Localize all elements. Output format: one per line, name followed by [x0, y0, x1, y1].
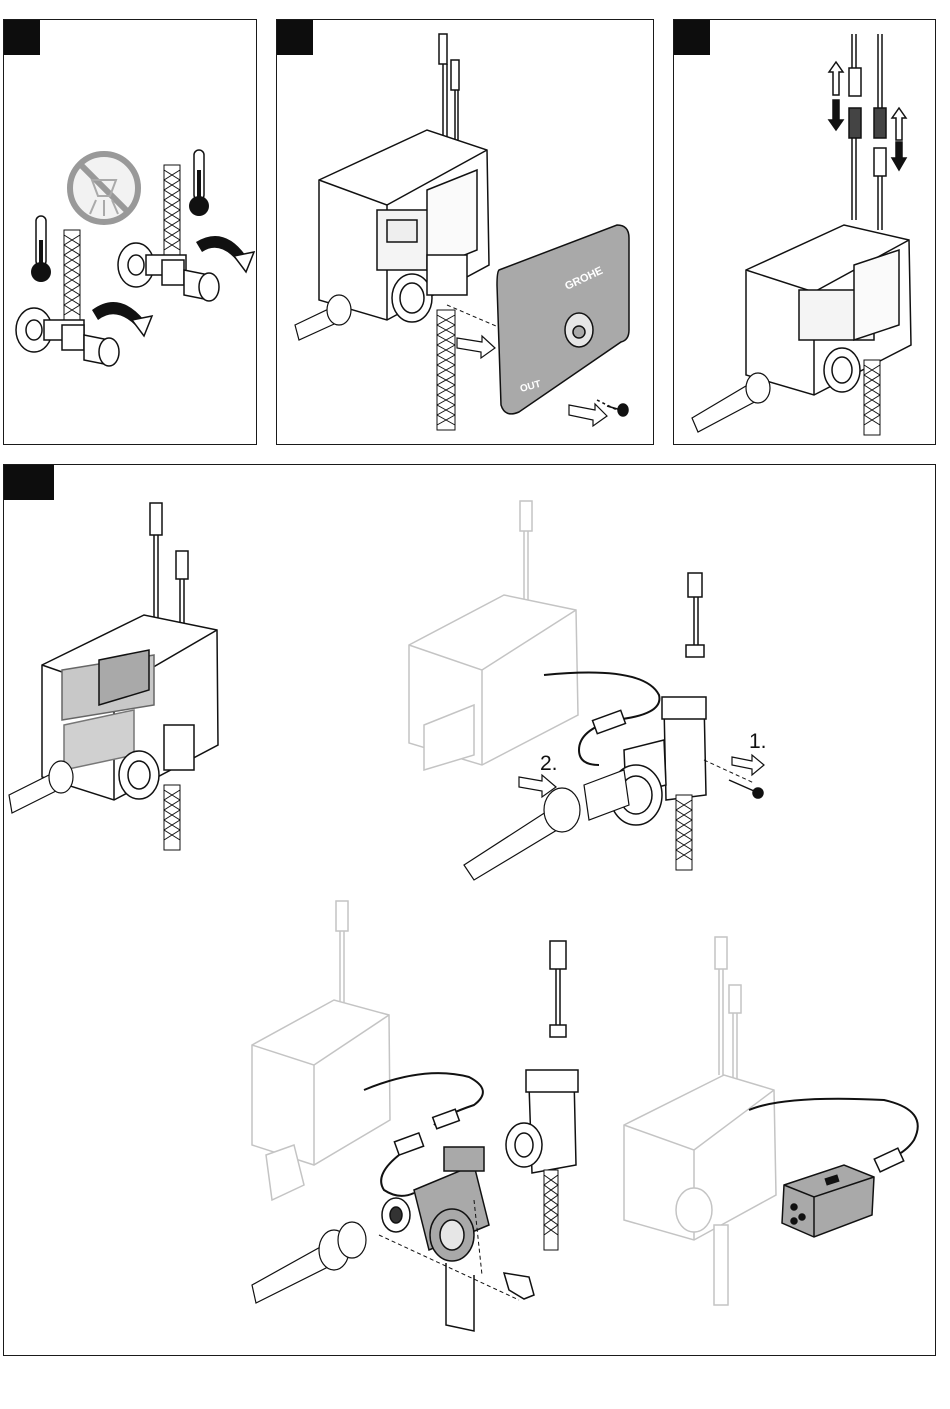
step-2-panel: GROHE OUT — [276, 19, 654, 445]
thermometer-cold-icon — [31, 216, 51, 282]
outlet-hose — [437, 310, 455, 430]
thermometer-hot-icon — [189, 150, 209, 216]
outlet-hose — [544, 1170, 558, 1250]
step-4-illustration — [4, 465, 936, 1356]
unit-with-controller — [624, 937, 918, 1305]
solenoid-valve — [824, 348, 860, 392]
screw-icon — [729, 780, 763, 798]
front-cover — [497, 225, 629, 414]
step-1-panel — [3, 19, 257, 445]
inlet-hose — [692, 373, 770, 432]
outlet-hose — [864, 360, 880, 435]
sensor-cables — [849, 34, 886, 230]
rotate-arrow-right-icon — [196, 236, 254, 272]
left-hose — [64, 230, 80, 325]
unit-assembled — [9, 503, 218, 850]
step-3-panel — [673, 19, 936, 445]
outlet-hose — [676, 795, 692, 870]
step-1-illustration — [4, 20, 257, 445]
outlet-hose — [164, 785, 180, 850]
solenoid-coil — [506, 941, 578, 1173]
rotate-arrow-left-icon — [92, 302, 152, 336]
valve-removal — [409, 501, 764, 880]
step-3-illustration — [674, 20, 936, 445]
inlet-hose — [9, 761, 73, 813]
valve-exploded — [252, 901, 578, 1331]
control-module — [782, 1165, 874, 1237]
step-4-panel: 1. 2. — [3, 464, 936, 1356]
step-label-2: 2. — [540, 752, 558, 776]
inlet-hose — [252, 1222, 366, 1303]
disconnect-arrows-icon — [829, 62, 906, 170]
step-2-illustration: GROHE OUT — [277, 20, 654, 445]
retaining-clip — [446, 1263, 534, 1331]
right-hose — [164, 165, 180, 260]
step-label-1: 1. — [749, 730, 767, 754]
no-shower-icon — [70, 154, 138, 222]
